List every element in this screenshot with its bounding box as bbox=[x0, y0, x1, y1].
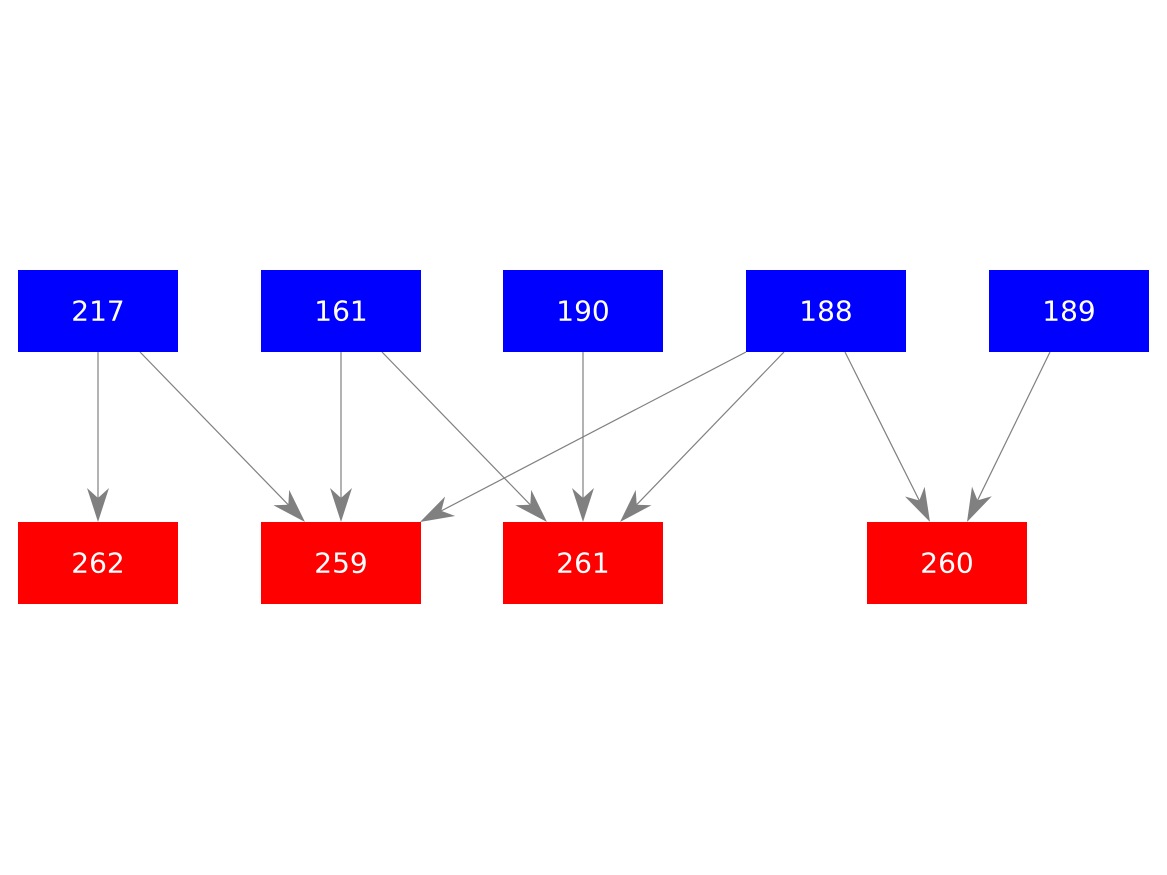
node-box bbox=[503, 522, 663, 604]
arrowhead bbox=[420, 496, 456, 522]
node-161: 161 bbox=[261, 270, 421, 352]
node-box bbox=[989, 270, 1149, 352]
arrowhead bbox=[330, 488, 352, 522]
node-261: 261 bbox=[503, 522, 663, 604]
node-label: 259 bbox=[314, 547, 367, 580]
edge-line bbox=[636, 351, 785, 506]
node-262: 262 bbox=[18, 522, 178, 604]
arrowhead bbox=[515, 489, 547, 522]
arrowhead bbox=[87, 488, 109, 522]
edge-217-to-259 bbox=[139, 351, 305, 522]
node-box bbox=[18, 522, 178, 604]
node-box bbox=[261, 522, 421, 604]
edge-188-to-261 bbox=[620, 351, 785, 522]
node-label: 161 bbox=[314, 295, 367, 328]
node-label: 217 bbox=[71, 295, 124, 328]
node-188: 188 bbox=[746, 270, 906, 352]
node-box bbox=[746, 270, 906, 352]
edge-217-to-262 bbox=[87, 352, 109, 522]
edge-161-to-259 bbox=[330, 352, 352, 522]
arrowhead bbox=[572, 488, 594, 522]
node-label: 261 bbox=[556, 547, 609, 580]
node-260: 260 bbox=[867, 522, 1027, 604]
node-190: 190 bbox=[503, 270, 663, 352]
edge-161-to-261 bbox=[381, 351, 547, 522]
node-box bbox=[18, 270, 178, 352]
edges-layer bbox=[87, 351, 1051, 522]
node-box bbox=[261, 270, 421, 352]
node-box bbox=[503, 270, 663, 352]
node-label: 262 bbox=[71, 547, 124, 580]
edge-188-to-260 bbox=[844, 351, 930, 522]
node-label: 189 bbox=[1042, 295, 1095, 328]
node-label: 260 bbox=[920, 547, 973, 580]
edge-line bbox=[844, 351, 920, 501]
node-217: 217 bbox=[18, 270, 178, 352]
edge-line bbox=[381, 351, 531, 506]
arrowhead bbox=[273, 489, 305, 522]
node-259: 259 bbox=[261, 522, 421, 604]
node-label: 190 bbox=[556, 295, 609, 328]
node-189: 189 bbox=[989, 270, 1149, 352]
edge-190-to-261 bbox=[572, 352, 594, 522]
edge-line bbox=[976, 351, 1051, 501]
node-box bbox=[867, 522, 1027, 604]
edge-line bbox=[441, 351, 747, 512]
arrowhead bbox=[905, 486, 930, 522]
node-label: 188 bbox=[799, 295, 852, 328]
arrowhead bbox=[967, 486, 992, 522]
edge-line bbox=[139, 351, 289, 506]
nodes-layer: 217 161 190 188 189 262 259 261 260 bbox=[18, 270, 1149, 604]
arrowhead bbox=[620, 489, 652, 522]
edge-188-to-259 bbox=[420, 351, 747, 522]
edge-189-to-260 bbox=[967, 351, 1051, 522]
